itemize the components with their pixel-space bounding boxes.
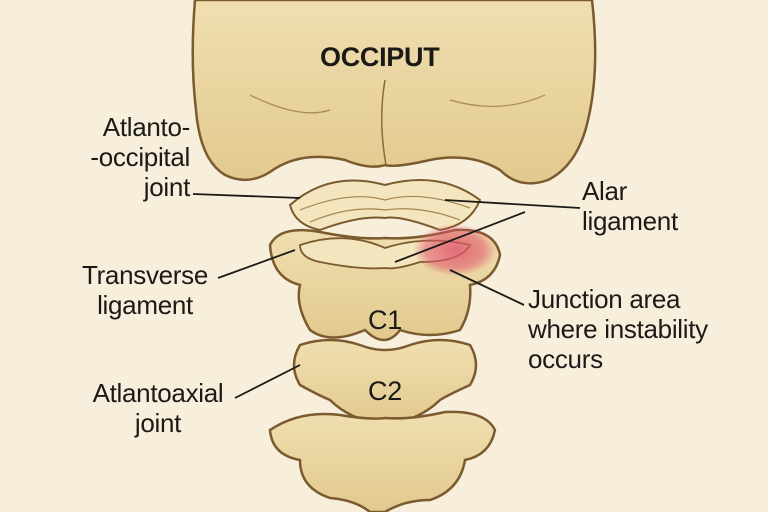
label-atlanto-occipital-joint: Atlanto- -occipital joint xyxy=(60,112,190,202)
label-transverse-ligament: Transverse ligament xyxy=(70,260,220,320)
label-atlantoaxial-joint: Atlantoaxial joint xyxy=(78,378,238,438)
leader-atlantoaxial xyxy=(235,365,300,398)
alar-ligament-band xyxy=(290,180,480,230)
label-c1: C1 xyxy=(360,305,410,335)
occiput-bone xyxy=(193,0,595,183)
label-alar-ligament: Alar ligament xyxy=(582,176,678,236)
vertebra-c3 xyxy=(270,412,495,512)
leader-atlanto-occipital xyxy=(193,194,300,198)
label-c2: C2 xyxy=(360,376,410,406)
label-occiput: OCCIPUT xyxy=(320,42,439,72)
label-junction-area: Junction area where instability occurs xyxy=(528,284,708,374)
